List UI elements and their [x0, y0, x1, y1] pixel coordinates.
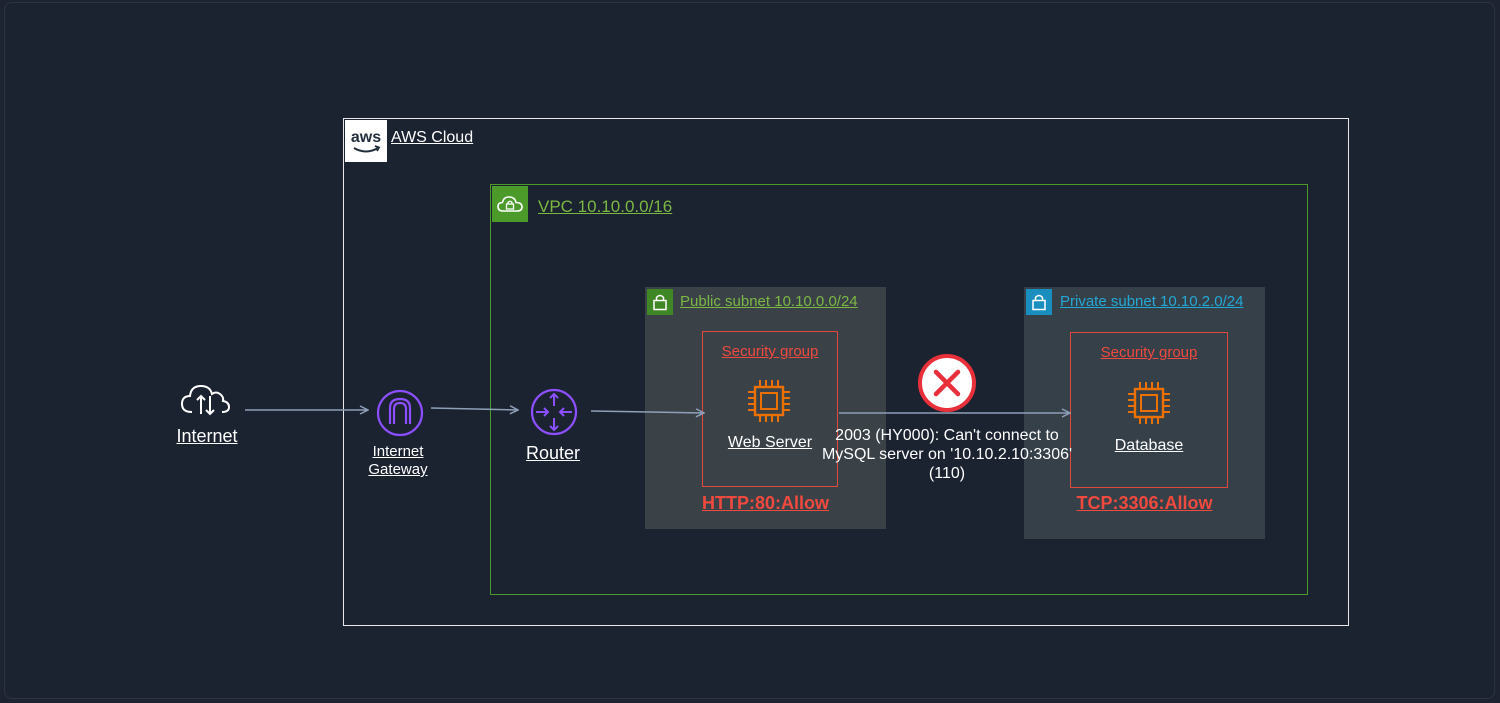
aws-cloud-label: AWS Cloud — [391, 129, 474, 146]
error-line-1: 2003 (HY000): Can't connect to — [835, 427, 1059, 444]
public-subnet-lock-icon — [647, 289, 673, 315]
error-x-icon — [917, 353, 977, 418]
public-subnet-label: Public subnet 10.10.0.0/24 — [680, 293, 858, 310]
internet-gateway-label: Internet Gateway — [348, 443, 448, 479]
web-server-label: Web Server — [727, 434, 813, 451]
edge-gateway-to-router — [430, 408, 518, 410]
ec2-chip-icon — [745, 377, 793, 430]
db-security-group-label: Security group — [1100, 344, 1198, 361]
db-sg-rule: TCP:3306:Allow — [1076, 493, 1213, 513]
internet-gateway-label-line2: Gateway — [368, 461, 428, 478]
aws-logo-text: aws — [351, 129, 381, 146]
edge-router-to-webserver — [590, 411, 704, 413]
web-security-group-label: Security group — [721, 343, 819, 360]
cloud-arrows-icon — [179, 381, 231, 426]
vpc-group — [490, 184, 1308, 595]
private-subnet-lock-icon — [1026, 289, 1052, 315]
internet-label: Internet — [176, 426, 238, 446]
aws-logo-icon: aws — [345, 120, 387, 162]
database-label: Database — [1114, 437, 1184, 454]
database-chip-icon — [1125, 379, 1173, 432]
vpc-label: VPC 10.10.0.0/16 — [538, 197, 673, 216]
private-subnet-label: Private subnet 10.10.2.0/24 — [1060, 293, 1244, 310]
web-sg-rule: HTTP:80:Allow — [701, 493, 829, 513]
internet-gateway-icon — [376, 389, 424, 442]
error-line-2: MySQL server on '10.10.2.10:3306' — [821, 446, 1073, 463]
router-label: Router — [525, 443, 581, 463]
internet-gateway-label-line1: Internet — [372, 443, 424, 460]
router-icon — [530, 388, 578, 441]
error-line-3: (110) — [928, 465, 966, 482]
aws-cloud-group — [343, 118, 1349, 626]
vpc-cloud-lock-icon — [492, 186, 528, 222]
connection-error-message: 2003 (HY000): Can't connect to MySQL ser… — [812, 426, 1082, 483]
